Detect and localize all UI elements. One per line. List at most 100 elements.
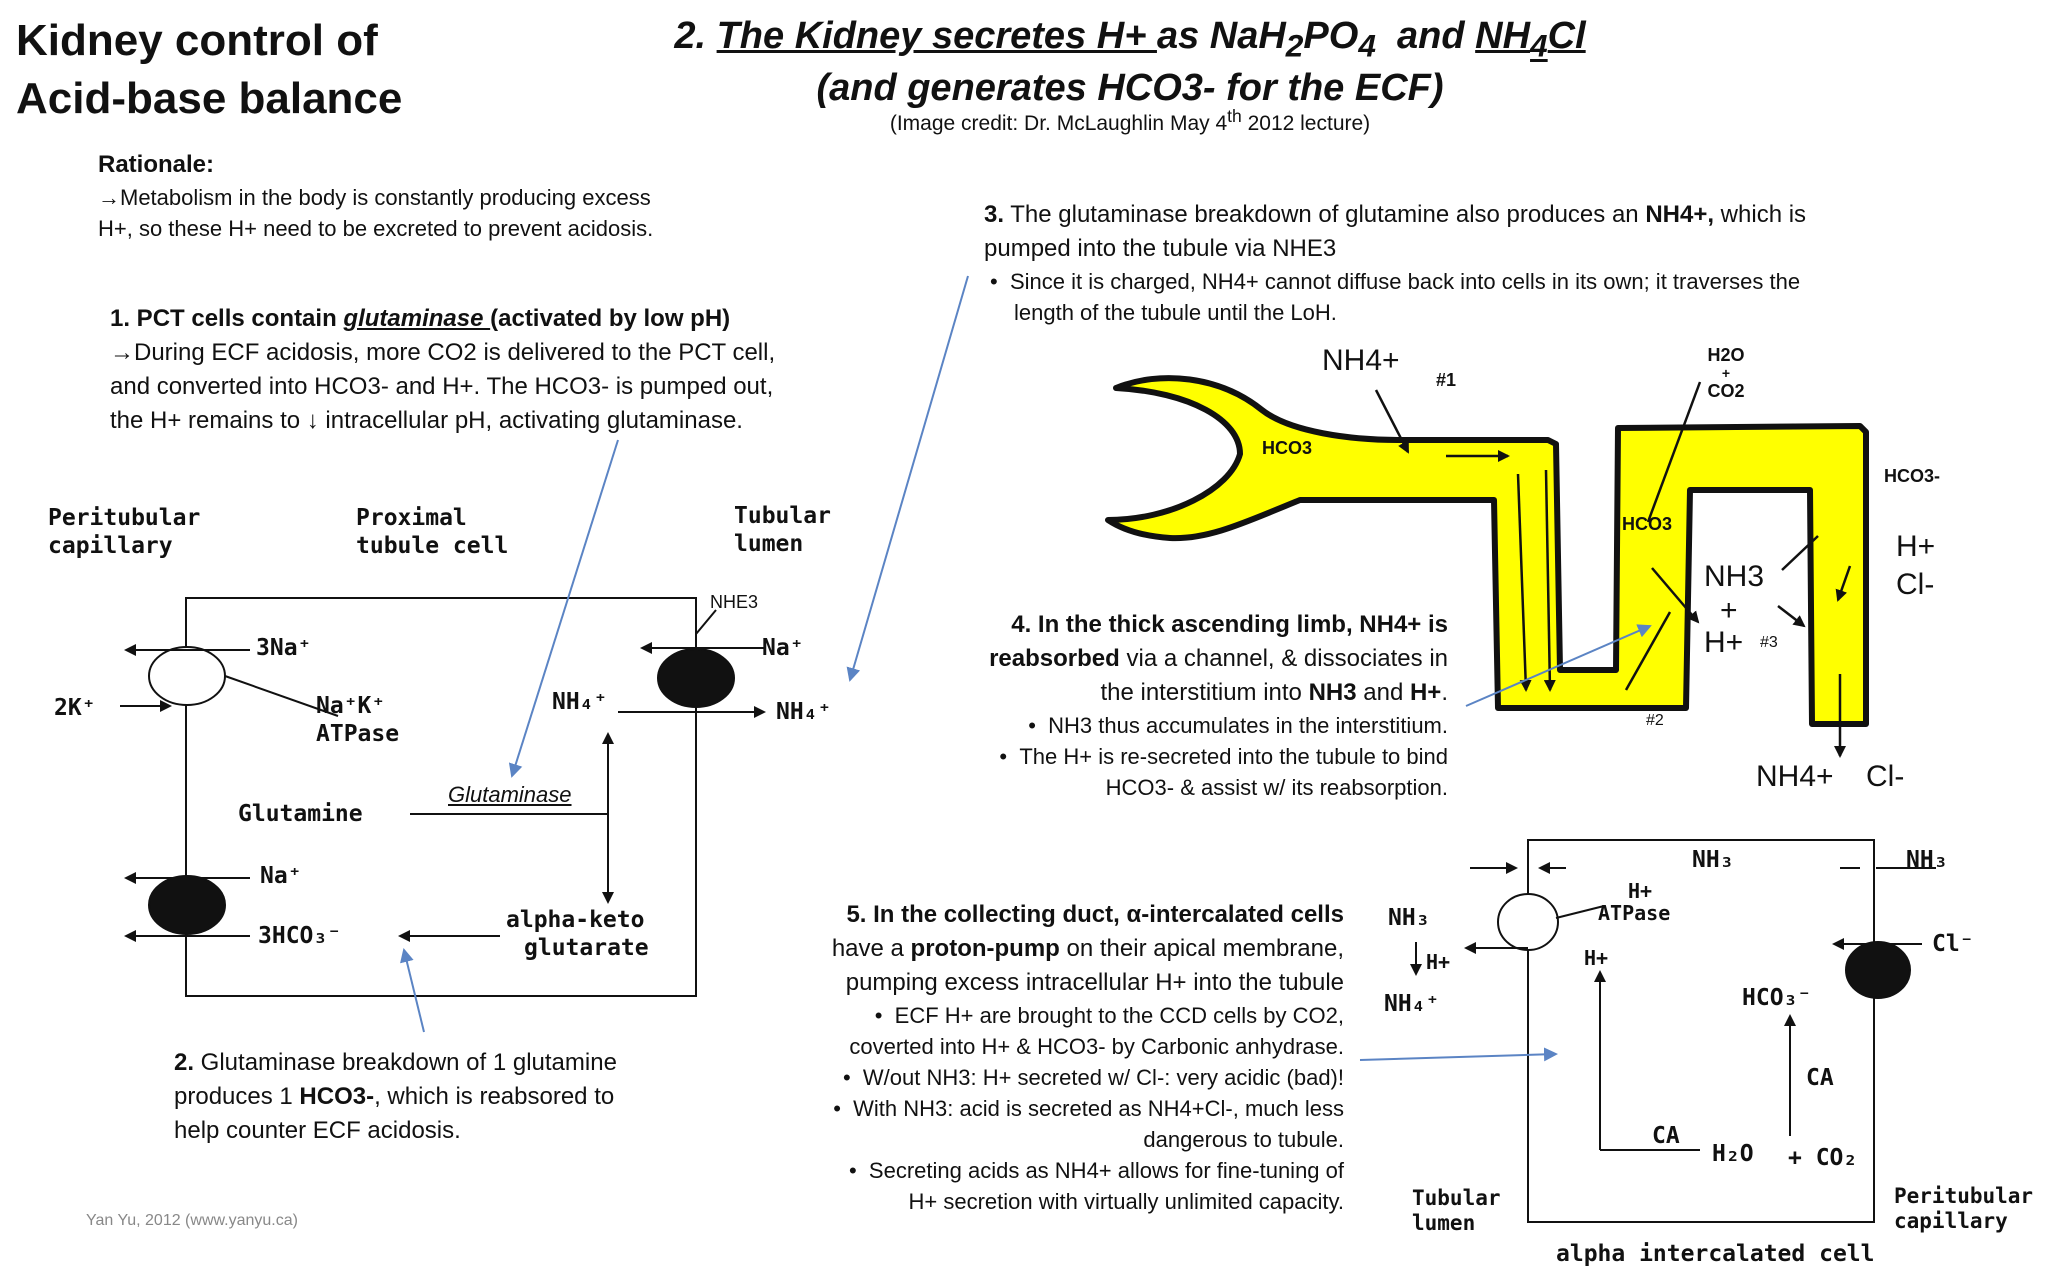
- loop-h2o: H2O: [1707, 345, 1745, 365]
- pct-glutamine: Glutamine: [238, 801, 363, 827]
- loop-hco3-right: HCO3-: [1884, 466, 1941, 486]
- point4-bullet1: NH3 thus accumulates in the interstitium…: [1048, 713, 1448, 738]
- pct-proximal-line2: tubule cell: [356, 533, 509, 559]
- point5-line2c: on their apical membrane,: [1059, 935, 1345, 962]
- alpha-co2: + CO₂: [1788, 1145, 1858, 1171]
- loop-hash1: #1: [1436, 370, 1457, 390]
- pct-nhe3-label: NHE3: [710, 592, 759, 612]
- point5-b4b: H+ secretion with virtually unlimited ca…: [908, 1189, 1345, 1214]
- pct-nh4-lumen: NH₄⁺: [776, 699, 832, 725]
- alpha-cl: Cl⁻: [1932, 931, 1974, 957]
- loop-hco3-left: HCO3: [1262, 438, 1313, 458]
- point5-b3b: dangerous to tubule.: [1143, 1127, 1344, 1152]
- main-title-sub1: 2: [1285, 27, 1304, 64]
- loop-h2o-co2: H2O + CO2: [1704, 346, 1748, 400]
- loop-cl-right: Cl-: [1896, 568, 1935, 601]
- point5-line3: pumping excess intracellular H+ into the…: [845, 969, 1344, 996]
- pct-proximal-line1: Proximal: [356, 505, 467, 531]
- alpha-lumen-label: Tubular lumen: [1412, 1186, 1501, 1236]
- point3-bullet1b: length of the tubule until the LoH.: [1014, 300, 1337, 325]
- h-atpase-pump: [1497, 893, 1559, 951]
- pct-atpase-line1: Na⁺K⁺: [316, 693, 386, 719]
- loop-plus-small: +: [1721, 365, 1731, 381]
- alpha-cap-label: Peritubular capillary: [1894, 1184, 2033, 1234]
- pct-label-lumen: Tubular lumen: [734, 502, 831, 558]
- alpha-hatpase: H+ ATPase: [1598, 880, 1670, 924]
- point3-bullet1: Since it is charged, NH4+ cannot diffuse…: [1009, 269, 1801, 294]
- point5-line1c: -intercalated cells: [1141, 901, 1344, 928]
- point5-b4: Secreting acids as NH4+ allows for fine-…: [868, 1158, 1344, 1183]
- point2-line1: Glutaminase breakdown of 1 glutamine: [194, 1049, 617, 1076]
- credit-sup: th: [1227, 106, 1242, 126]
- pct-atpase-line2: ATPase: [316, 721, 400, 747]
- pct-3na: 3Na⁺: [256, 635, 312, 661]
- pct-akg: alpha-keto glutarate: [506, 906, 649, 962]
- pointer-arrows: [400, 275, 1652, 1062]
- loop-hplus: H+: [1704, 626, 1744, 659]
- point3-line1c: which is: [1714, 201, 1807, 228]
- loop-of-henle: [1105, 375, 1869, 727]
- main-title-sub2: 4: [1358, 27, 1376, 64]
- alpha-cell-outline: [1527, 839, 1875, 1223]
- point1-line3: and converted into HCO3- and H+. The HCO…: [110, 373, 774, 400]
- point4-line2a: reabsorbed: [989, 645, 1120, 672]
- loop-hco3-mid: HCO3: [1622, 514, 1673, 534]
- loop-bottom-nh4: NH4+: [1756, 760, 1834, 793]
- rationale-block: Rationale: →Metabolism in the body is co…: [98, 148, 653, 244]
- left-title-line2: Acid-base balance: [16, 74, 403, 123]
- alpha-h-inner: H+: [1584, 946, 1609, 970]
- main-title-po: PO: [1303, 15, 1359, 57]
- point1-enzyme: glutaminase: [343, 305, 491, 332]
- credit-suffix: 2012 lecture): [1241, 112, 1371, 135]
- point4-block: 4. In the thick ascending limb, NH4+ is …: [880, 608, 1448, 803]
- pct-lumen-line1: Tubular: [734, 503, 831, 529]
- nhe3-exchanger: [657, 648, 735, 708]
- pct-glutaminase: Glutaminase: [448, 782, 572, 807]
- point4-line1: 4. In the thick ascending limb, NH4+ is: [1011, 611, 1448, 638]
- point4-line3c: and: [1356, 679, 1410, 706]
- alpha-cell-diagram: [1410, 839, 1936, 1223]
- alpha-hco3: HCO₃⁻: [1742, 985, 1812, 1011]
- alpha-ca-right: CA: [1806, 1065, 1834, 1091]
- pct-na-bottom: Na⁺: [260, 863, 302, 889]
- pct-akg-line1: alpha-keto: [506, 907, 645, 933]
- point4-line3a: the interstitium into: [1100, 679, 1309, 706]
- loop-hash3: #3: [1760, 634, 1778, 651]
- loop-co2: CO2: [1707, 381, 1745, 401]
- pct-diagram: [120, 597, 766, 997]
- point2-num: 2.: [174, 1049, 195, 1076]
- rationale-line1: →Metabolism in the body is constantly pr…: [98, 185, 651, 210]
- alpha-hatpase-line1: H+: [1628, 879, 1653, 903]
- point4-line3d: H+: [1409, 679, 1442, 706]
- point4-line2b: via a channel, & dissociates in: [1119, 645, 1448, 672]
- pct-peritubular-line2: capillary: [48, 533, 173, 559]
- pct-nh4-cell: NH₄⁺: [552, 689, 608, 715]
- alpha-caption: alpha intercalated cell: [1556, 1241, 1875, 1267]
- loop-nh3: NH3: [1704, 560, 1765, 593]
- main-title-prefix: 2.: [674, 15, 717, 57]
- main-title-sub3: 4: [1530, 27, 1548, 64]
- main-title-link1: The Kidney secretes H+: [716, 15, 1157, 57]
- point5-b2: W/out NH3: H+ secreted w/ Cl-: very acid…: [862, 1065, 1344, 1090]
- main-title-cl: Cl: [1547, 15, 1586, 57]
- alpha-lumen-line2: lumen: [1412, 1211, 1476, 1235]
- alpha-h2o: H₂O: [1712, 1141, 1754, 1167]
- left-title-line1: Kidney control of: [16, 16, 378, 65]
- footer-credit: Yan Yu, 2012 (www.yanyu.ca): [86, 1212, 298, 1229]
- point5-line1a: 5. In the collecting duct,: [846, 901, 1127, 928]
- point2-block: 2. Glutaminase breakdown of 1 glutamine …: [174, 1046, 617, 1148]
- point2-line2c: , which is reabsored to: [374, 1083, 615, 1110]
- point3-num: 3.: [984, 201, 1005, 228]
- point5-block: 5. In the collecting duct, α-intercalate…: [760, 898, 1344, 1217]
- alpha-nh3-left: NH₃: [1388, 905, 1430, 931]
- point1-lead: 1. PCT cells contain: [110, 305, 344, 332]
- point4-bullet2: The H+ is re-secreted into the tubule to…: [1019, 744, 1448, 769]
- point1-line4: the H+ remains to ↓ intracellular pH, ac…: [110, 407, 743, 434]
- alpha-lumen-line1: Tubular: [1412, 1186, 1501, 1210]
- point4-bullet2b: HCO3- & assist w/ its reabsorption.: [1105, 775, 1448, 800]
- pct-na-lumen: Na⁺: [762, 635, 804, 661]
- pct-akg-line2: glutarate: [524, 935, 649, 961]
- loop-nh4-top: NH4+: [1322, 344, 1400, 377]
- pct-cell-outline: [185, 597, 697, 997]
